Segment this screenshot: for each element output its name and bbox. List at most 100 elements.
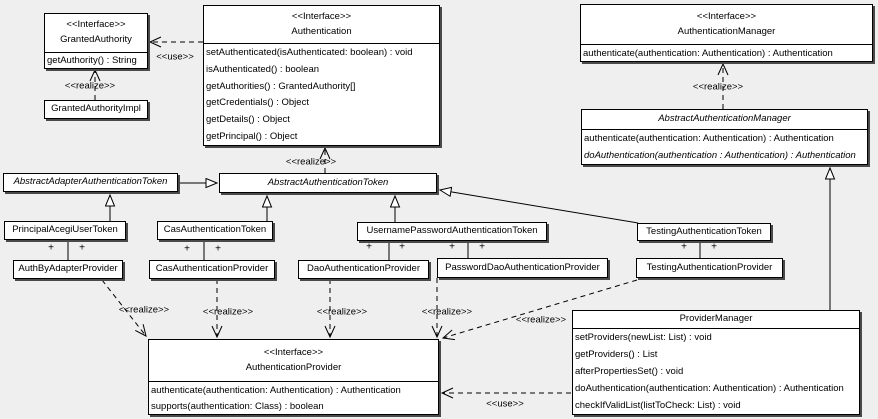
class-header: CasAuthenticationProvider — [150, 261, 274, 278]
edge-label-realize-grantedauthorityimpl: <<realize>> — [64, 80, 116, 92]
edge-label-realize-passworddao: <<realize>> — [421, 306, 473, 318]
class-header: DaoAuthenticationProvider — [299, 261, 428, 278]
class-name: AbstractAdapterAuthenticationToken — [13, 176, 168, 188]
method-row: getPrincipal() : Object — [206, 131, 298, 143]
edge-label-realize-abstractmanager: <<realize>> — [692, 81, 744, 93]
methods-compartment: setProviders(newList: List) : void getPro… — [573, 329, 859, 414]
class-header: AbstractAuthenticationManager — [582, 110, 867, 130]
connector-realize-authbyadapter-provider — [101, 279, 147, 337]
class-name: TestingAuthenticationToken — [646, 225, 762, 237]
class-dao-authentication-provider: DaoAuthenticationProvider — [298, 260, 429, 279]
edge-label-plus-passworddao-r: + — [479, 241, 485, 253]
class-auth-by-adapter-provider: AuthByAdapterProvider — [13, 260, 123, 279]
class-provider-manager: ProviderManager setProviders(newList: Lis… — [572, 310, 860, 415]
connector-gen-testingtoken-abstracttoken — [440, 190, 639, 224]
method-row: getProviders() : List — [575, 349, 658, 360]
class-cas-authentication-provider: CasAuthenticationProvider — [149, 260, 275, 279]
class-name: AbstractAuthenticationManager — [658, 113, 791, 125]
class-name: Authentication — [291, 25, 352, 37]
class-abstract-authentication-token: AbstractAuthenticationToken — [219, 173, 437, 193]
stereotype-label: <<Interface>> — [66, 19, 126, 31]
method-row: getDetails() : Object — [206, 114, 290, 126]
class-name: UsernamePasswordAuthenticationToken — [366, 225, 538, 237]
class-name: AuthenticationManager — [677, 25, 776, 37]
class-abstract-authentication-manager: AbstractAuthenticationManager authenticat… — [581, 109, 868, 165]
method-row: getAuthority() : String — [47, 55, 137, 66]
class-authentication-manager: <<Interface>> AuthenticationManager authen… — [580, 4, 873, 62]
edge-label-plus-cas-r: + — [215, 243, 221, 255]
edge-label-realize-casprovider: <<realize>> — [202, 306, 254, 318]
edge-label-realize-testingprovider: <<realize>> — [515, 314, 567, 326]
class-header: AbstractAdapterAuthenticationToken — [4, 174, 177, 191]
method-row: supports(authentication: Class) : boolea… — [151, 400, 324, 412]
methods-compartment: getAuthority() : String — [45, 53, 147, 68]
edge-label-plus-dao-r: + — [399, 241, 405, 253]
class-granted-authority: <<Interface>> GrantedAuthority getAuthorit… — [44, 13, 148, 69]
class-header: ProviderManager — [573, 311, 859, 329]
method-row: getAuthorities() : GrantedAuthority[] — [206, 80, 356, 92]
class-header: <<Interface>> AuthenticationProvider — [149, 340, 438, 382]
edge-label-realize-daoprovider: <<realize>> — [316, 306, 368, 318]
edge-label-realize-abstracttoken: <<realize>> — [285, 156, 337, 168]
edge-label-plus-testing-r: + — [711, 241, 717, 253]
class-name: DaoAuthenticationProvider — [306, 263, 420, 275]
method-row: isAuthenticated() : boolean — [206, 63, 320, 75]
stereotype-label: <<Interface>> — [263, 346, 324, 358]
methods-compartment: authenticate(authentication: Authenticat… — [582, 130, 867, 164]
stereotype-label: <<Interface>> — [291, 10, 352, 22]
method-row: authenticate(authentication: Authenticat… — [583, 47, 833, 59]
edge-label-plus-dao-l: + — [366, 241, 372, 253]
class-granted-authority-impl: GrantedAuthorityImpl — [44, 100, 148, 119]
class-cas-authentication-token: CasAuthenticationToken — [157, 221, 273, 240]
class-header: PasswordDaoAuthenticationProvider — [438, 259, 607, 277]
method-row: doAuthentication(authentication : Authen… — [584, 150, 856, 161]
methods-compartment: authenticate(authentication: Authenticat… — [581, 45, 872, 61]
class-header: CasAuthenticationToken — [158, 222, 272, 239]
edge-label-plus-principal-r: + — [79, 242, 85, 254]
class-name: PasswordDaoAuthenticationProvider — [445, 261, 600, 273]
method-row: getCredentials() : Object — [206, 97, 309, 109]
class-name: CasAuthenticationToken — [163, 224, 267, 236]
methods-compartment: authenticate(authentication: Authenticat… — [149, 382, 438, 414]
method-row: authenticate(authentication: Authenticat… — [584, 133, 834, 144]
class-name: ProviderManager — [679, 313, 753, 325]
edge-label-use-providermanager: <<use>> — [486, 398, 524, 410]
class-name: AbstractAuthenticationToken — [267, 176, 389, 188]
class-header: <<Interface>> AuthenticationManager — [581, 5, 872, 45]
method-row: authenticate(authentication: Authenticat… — [151, 384, 401, 396]
edge-label-plus-cas-l: + — [184, 243, 190, 255]
class-header: <<Interface>> Authentication — [204, 6, 439, 44]
connector-realize-testingprovider-provider — [441, 279, 638, 341]
class-header: AuthByAdapterProvider — [14, 261, 122, 278]
class-username-password-authentication-token: UsernamePasswordAuthenticationToken — [357, 222, 547, 241]
class-header: <<Interface>> GrantedAuthority — [45, 14, 147, 53]
class-principal-acegi-user-token: PrincipalAcegiUserToken — [4, 221, 126, 240]
method-row: setProviders(newList: List) : void — [575, 332, 712, 343]
edge-label-plus-testing-l: + — [681, 241, 687, 253]
class-header: UsernamePasswordAuthenticationToken — [358, 223, 546, 240]
edge-label-realize-authbyadapter: <<realize>> — [118, 304, 170, 316]
class-header: TestingAuthenticationProvider — [637, 259, 782, 277]
class-testing-authentication-token: TestingAuthenticationToken — [637, 223, 771, 241]
class-name: GrantedAuthority — [60, 34, 132, 45]
class-header: GrantedAuthorityImpl — [45, 101, 147, 118]
method-row: doAuthentication(authentication: Authent… — [575, 383, 844, 394]
class-authentication: <<Interface>> Authentication setAuthentica… — [203, 5, 440, 146]
class-password-dao-authentication-provider: PasswordDaoAuthenticationProvider — [437, 258, 608, 278]
class-header: AbstractAuthenticationToken — [220, 174, 436, 192]
edge-label-plus-principal-l: + — [48, 242, 54, 254]
class-authentication-provider: <<Interface>> AuthenticationProvider authe… — [148, 339, 439, 415]
methods-compartment: setAuthenticated(isAuthenticated: boolea… — [204, 44, 439, 145]
stereotype-label: <<Interface>> — [696, 10, 757, 22]
edge-label-use-grantedauthority: <<use>> — [156, 51, 194, 63]
class-header: TestingAuthenticationToken — [638, 224, 770, 240]
method-row: checkIfValidList(listToCheck: List) : vo… — [575, 400, 741, 411]
edge-label-plus-passworddao-l: + — [449, 241, 455, 253]
class-name: PrincipalAcegiUserToken — [12, 224, 118, 236]
class-name: AuthenticationProvider — [245, 361, 342, 373]
class-abstract-adapter-authentication-token: AbstractAdapterAuthenticationToken — [3, 173, 178, 192]
class-name: AuthByAdapterProvider — [18, 263, 118, 275]
class-name: GrantedAuthorityImpl — [51, 103, 141, 115]
